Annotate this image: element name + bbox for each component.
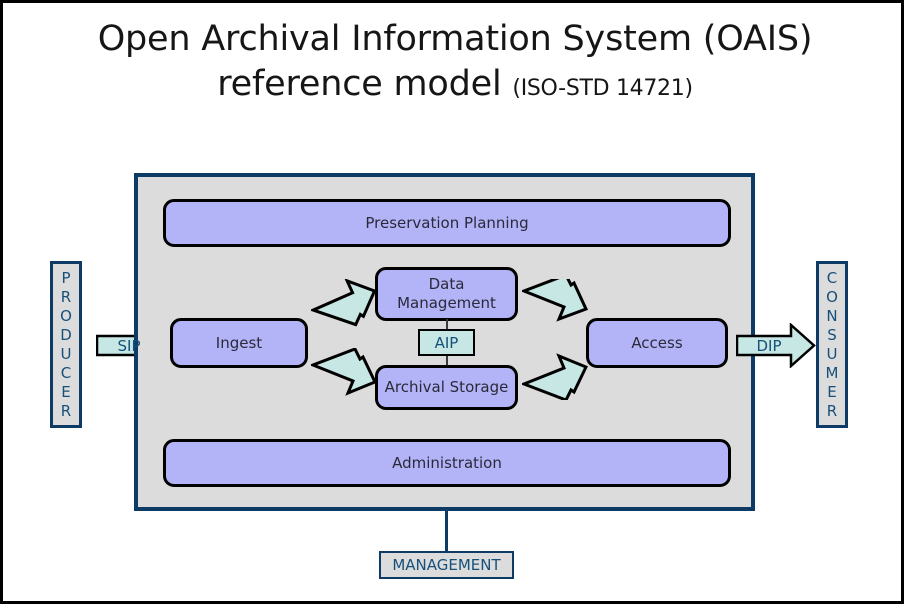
administration-box[interactable]: Administration (163, 439, 731, 487)
consumer-letter: R (826, 401, 838, 420)
title-standard-ref: (ISO-STD 14721) (512, 76, 693, 101)
administration-label: Administration (392, 453, 502, 472)
title-line-1: Open Archival Information System (OAIS) (97, 19, 813, 59)
flow-arrow-ingest-to-archival-storage (308, 347, 378, 404)
producer-letter: R (60, 287, 72, 306)
producer-letter: D (60, 325, 72, 344)
flow-arrow-shape (309, 278, 377, 327)
flow-arrow-shape (308, 347, 378, 396)
management-label: MANAGEMENT (392, 556, 501, 574)
consumer-entity-box: C O N S U M E R (816, 261, 848, 428)
flow-arrow-shape (519, 273, 589, 322)
archival-storage-label: Archival Storage (384, 378, 509, 396)
flow-arrow-archival-storage-to-access (519, 348, 589, 404)
consumer-letter: S (827, 325, 837, 344)
flow-arrow-shape (519, 353, 589, 402)
producer-letter: E (61, 382, 71, 401)
aip-package-box: AIP (418, 329, 475, 356)
ingest-box[interactable]: Ingest (170, 318, 308, 368)
title-line-2-main: reference model (217, 64, 513, 104)
management-connector-line (445, 511, 448, 551)
dip-label: DIP (756, 336, 782, 355)
consumer-letter: C (826, 268, 838, 287)
producer-letter: U (60, 344, 72, 363)
access-label: Access (631, 333, 683, 352)
producer-entity-box: P R O D U C E R (50, 261, 82, 428)
consumer-letter: N (826, 306, 838, 325)
consumer-letter: M (825, 363, 839, 382)
data-management-label-line2: Management (397, 294, 496, 312)
producer-letter: O (60, 306, 72, 325)
dip-arrow-shape (736, 323, 816, 368)
producer-letter: C (60, 363, 72, 382)
dip-package-arrow: DIP (736, 323, 816, 368)
producer-letter: P (61, 268, 71, 287)
sip-label: SIP (117, 336, 141, 355)
access-box[interactable]: Access (586, 318, 728, 368)
archival-storage-box[interactable]: Archival Storage (375, 365, 518, 410)
consumer-letter: E (827, 382, 837, 401)
ingest-label: Ingest (215, 333, 263, 352)
preservation-planning-label: Preservation Planning (365, 213, 529, 232)
flow-arrow-data-management-to-access (519, 273, 589, 335)
data-management-label-line1: Data (428, 275, 465, 293)
producer-letter: R (60, 401, 72, 420)
title-line-2: reference model (ISO-STD 14721) (3, 62, 901, 111)
consumer-letter: U (826, 344, 838, 363)
page-title: Open Archival Information System (OAIS) … (3, 17, 901, 111)
aip-label: AIP (434, 333, 459, 352)
preservation-planning-box[interactable]: Preservation Planning (163, 199, 731, 247)
flow-arrow-ingest-to-data-management (309, 278, 377, 335)
management-entity-box: MANAGEMENT (379, 551, 514, 579)
consumer-letter: O (826, 287, 838, 306)
